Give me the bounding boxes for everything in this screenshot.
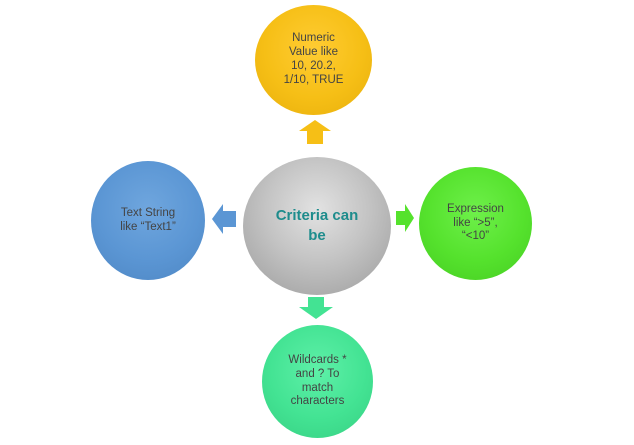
center-node-label: Criteria can be xyxy=(275,206,359,244)
wildcards-node: Wildcards * and ? To match characters xyxy=(262,325,373,438)
arrow-down-icon xyxy=(299,297,333,319)
arrow-left-icon xyxy=(212,204,236,234)
numeric-value-label: Numeric Value like 10, 20.2, 1/10, TRUE xyxy=(283,32,344,86)
arrow-up-icon xyxy=(299,120,331,144)
center-node: Criteria can be xyxy=(243,157,391,295)
text-string-node: Text String like “Text1” xyxy=(91,161,205,280)
expression-label: Expression like “>5”, “<10” xyxy=(447,202,504,243)
wildcards-label: Wildcards * and ? To match characters xyxy=(288,353,347,408)
text-string-label: Text String like “Text1” xyxy=(120,206,176,233)
arrow-right-icon xyxy=(396,204,414,232)
expression-node: Expression like “>5”, “<10” xyxy=(419,167,532,280)
numeric-value-node: Numeric Value like 10, 20.2, 1/10, TRUE xyxy=(255,5,372,115)
